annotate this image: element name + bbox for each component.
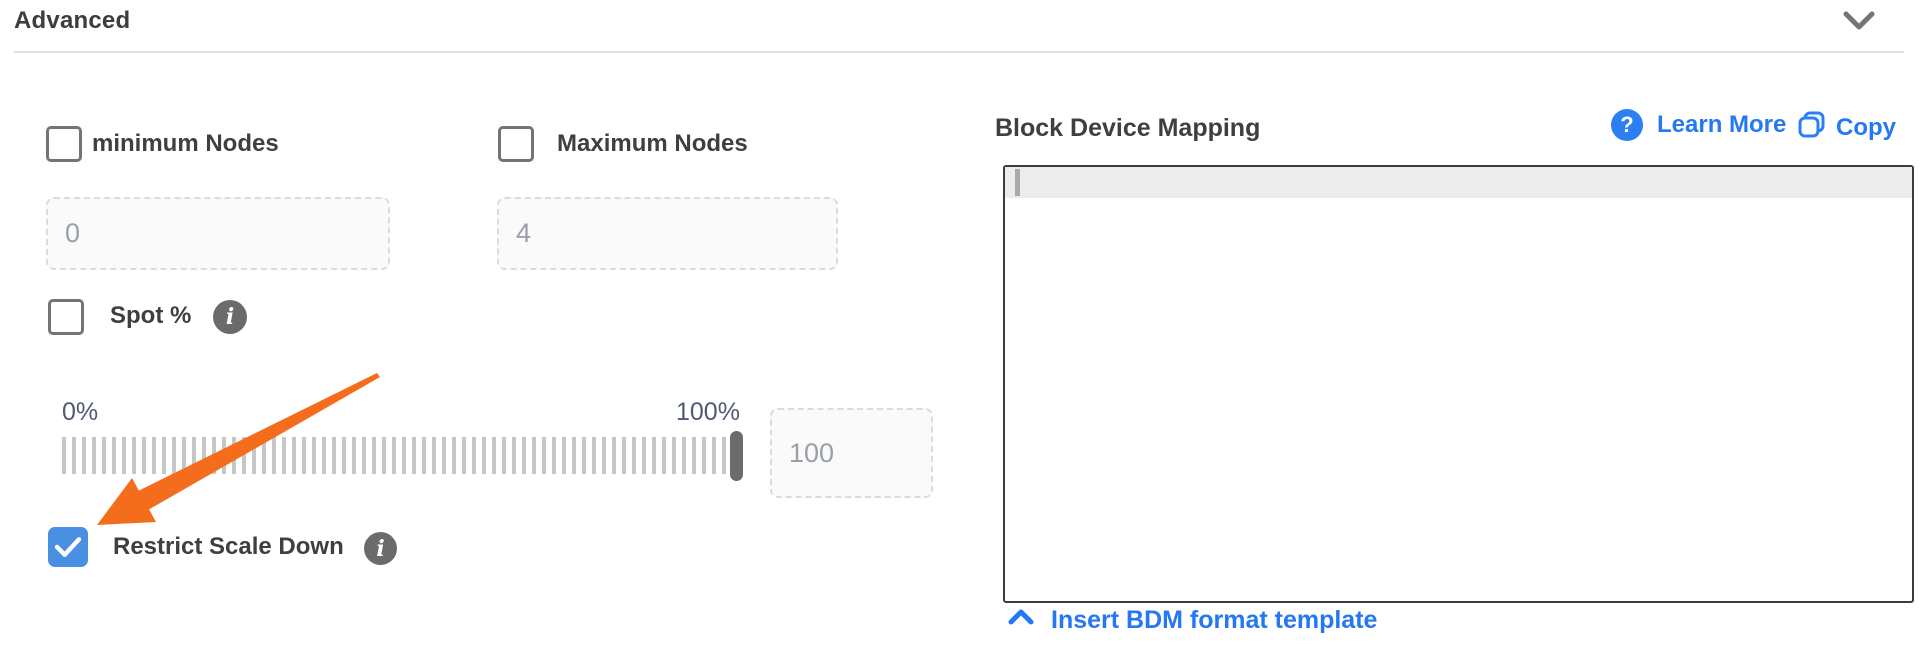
restrict-scale-down-label: Restrict Scale Down: [113, 533, 344, 560]
min-nodes-input[interactable]: [46, 197, 390, 270]
spot-percentage-input[interactable]: [770, 408, 933, 498]
chevron-up-icon: [1007, 606, 1035, 635]
question-icon: ?: [1611, 109, 1643, 141]
question-glyph: ?: [1620, 112, 1634, 137]
insert-bdm-template-link[interactable]: Insert BDM format template: [1007, 606, 1377, 635]
chevron-down-icon: [1842, 10, 1876, 37]
spot-info-icon[interactable]: i: [213, 300, 247, 334]
min-nodes-label: minimum Nodes: [92, 130, 279, 157]
restrict-scale-down-info-icon[interactable]: i: [364, 532, 397, 565]
spot-label: Spot %: [110, 302, 192, 329]
block-device-mapping-title: Block Device Mapping: [995, 114, 1261, 142]
section-collapse-button[interactable]: [1840, 8, 1878, 38]
spot-checkbox[interactable]: [48, 299, 84, 335]
editor-active-line: [1005, 167, 1912, 198]
max-nodes-checkbox[interactable]: [498, 126, 534, 162]
copy-icon: [1796, 109, 1828, 146]
section-title: Advanced: [14, 7, 131, 34]
spot-percentage-slider[interactable]: [62, 437, 736, 474]
copy-label: Copy: [1836, 113, 1896, 141]
learn-more-link[interactable]: ? Learn More: [1611, 109, 1786, 141]
learn-more-label: Learn More: [1657, 111, 1787, 138]
slider-handle[interactable]: [730, 431, 743, 481]
editor-text-cursor: [1015, 169, 1020, 196]
info-glyph: i: [225, 304, 235, 330]
slider-min-label: 0%: [62, 398, 99, 426]
slider-max-label: 100%: [676, 398, 740, 426]
checkmark-icon: [54, 537, 82, 557]
max-nodes-label: Maximum Nodes: [557, 130, 748, 157]
insert-bdm-template-label: Insert BDM format template: [1051, 606, 1378, 634]
restrict-scale-down-checkbox[interactable]: [48, 527, 88, 567]
max-nodes-input[interactable]: [497, 197, 838, 270]
section-divider: [14, 51, 1904, 53]
block-device-mapping-editor[interactable]: [1003, 165, 1914, 603]
min-nodes-checkbox[interactable]: [46, 126, 82, 162]
copy-button[interactable]: Copy: [1796, 109, 1896, 146]
info-glyph: i: [376, 535, 385, 562]
